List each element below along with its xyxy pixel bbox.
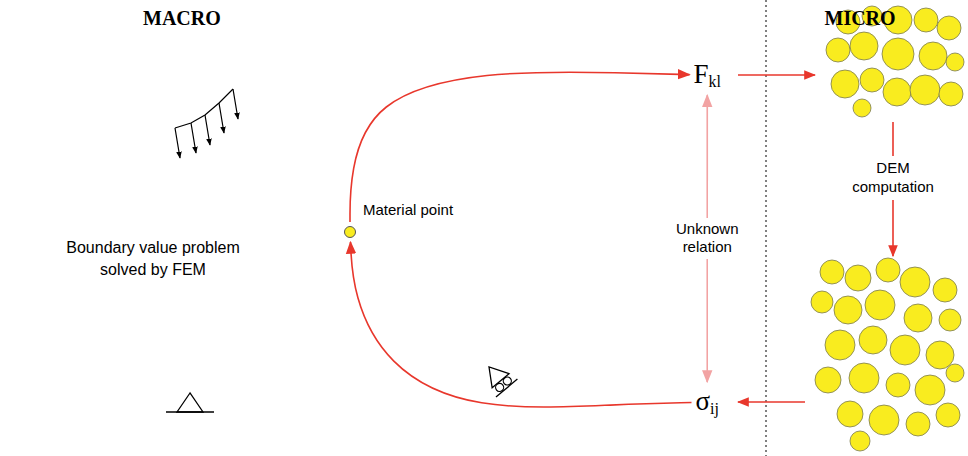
edge-label: Unknown relation bbox=[662, 218, 752, 260]
strain-symbol: Fkl bbox=[694, 59, 721, 91]
roller-support bbox=[478, 358, 517, 397]
section-heading: MACRO bbox=[143, 7, 221, 30]
flow-arrow bbox=[738, 401, 805, 403]
node-text: Material point bbox=[363, 201, 373, 218]
symbol: σ bbox=[696, 386, 711, 416]
domain-region: Boundary value problem solved by FEM Mate… bbox=[10, 25, 555, 420]
section-heading: MICRO bbox=[825, 7, 896, 30]
subscript: ij bbox=[710, 400, 719, 417]
particle-packing bbox=[811, 258, 964, 451]
divider-line bbox=[766, 0, 767, 456]
pin-support bbox=[166, 393, 214, 412]
connector-arrow bbox=[350, 242, 691, 407]
flow-arrow bbox=[738, 74, 815, 76]
connector-arrow bbox=[350, 72, 690, 222]
node-text: Boundary value problem solved by FEM bbox=[48, 237, 258, 280]
subscript: kl bbox=[709, 73, 721, 90]
symbol: F bbox=[694, 59, 709, 89]
material-point: Material point bbox=[344, 226, 356, 238]
domain-outline bbox=[10, 25, 555, 420]
process-label: DEM computation bbox=[846, 156, 940, 200]
distributed-load bbox=[175, 89, 238, 158]
stress-symbol: σij bbox=[696, 386, 719, 418]
